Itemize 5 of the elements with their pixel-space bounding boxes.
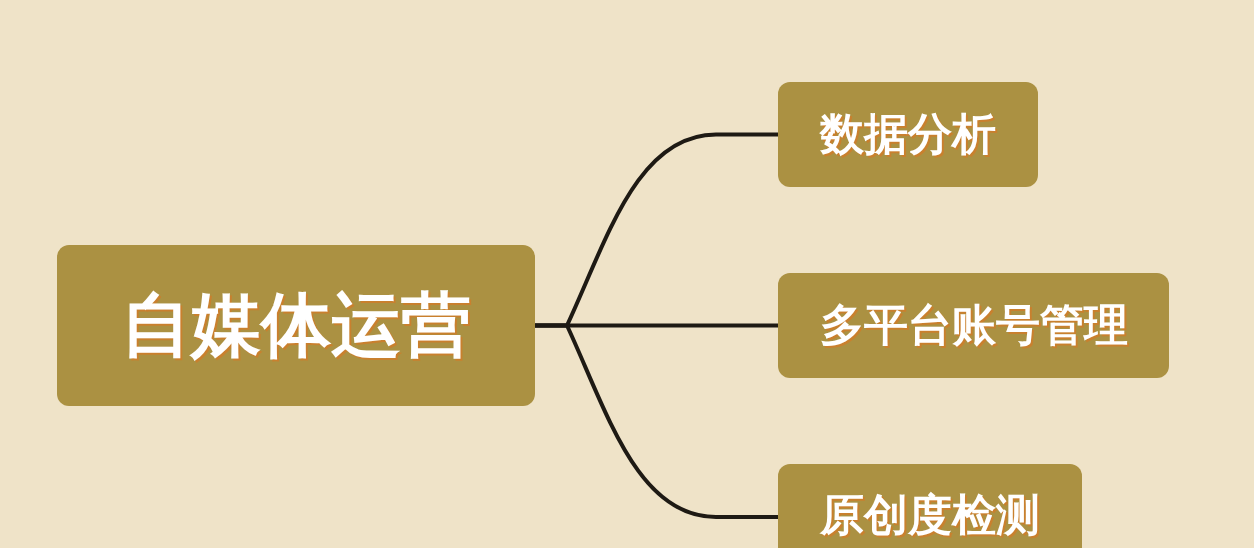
central-topic-box: 自媒体运营 [57,245,535,406]
subtopic-box: 数据分析 [778,82,1038,187]
subtopic-box: 原创度检测 [778,464,1082,548]
connector-line [535,323,778,519]
subtopic-box: 多平台账号管理 [778,273,1169,378]
